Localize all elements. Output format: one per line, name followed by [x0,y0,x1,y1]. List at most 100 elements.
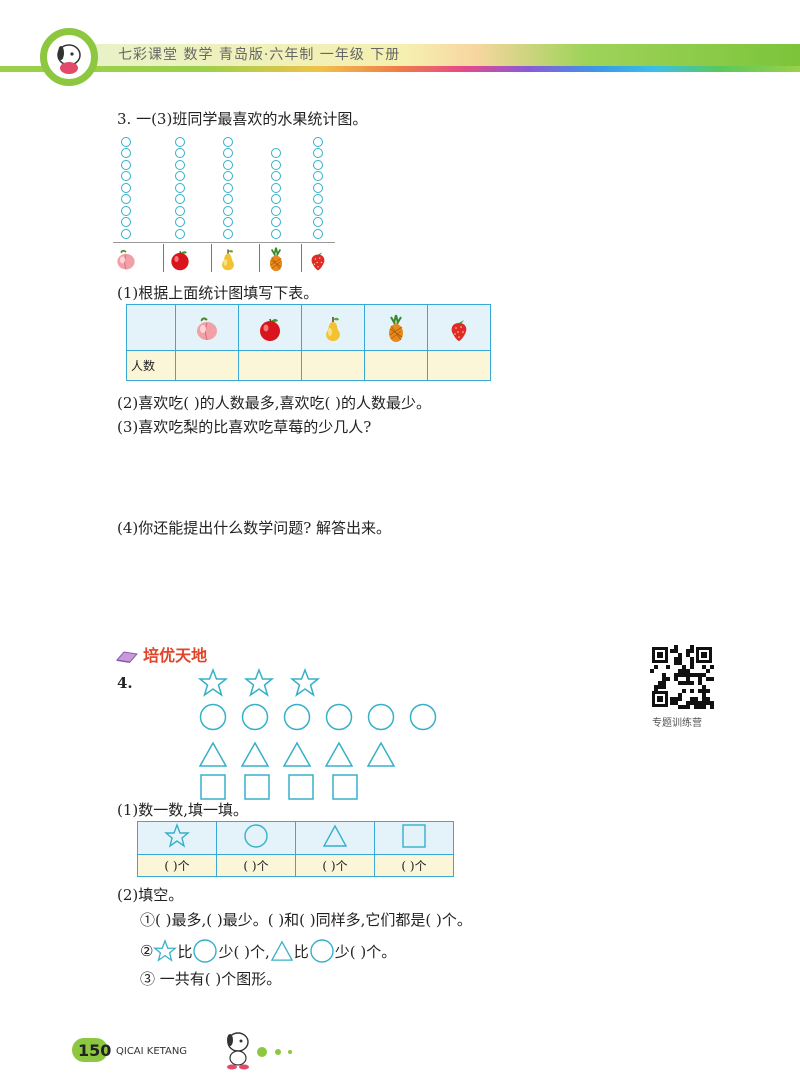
tally-circle [175,228,185,239]
table-circle-cell [216,821,296,855]
pictograph-column [121,136,131,241]
tally-circle [223,159,233,170]
q4-sub2: (2)填空。 [117,886,184,904]
triangle-icon [270,940,293,961]
tally-circle [175,136,185,147]
table-corner-cell [126,304,176,351]
qr-code-icon[interactable] [650,645,714,709]
peach-icon [117,249,135,270]
count-answer-cell[interactable] [364,350,428,381]
shape-answer-cell[interactable]: ( )个 [137,854,217,877]
shape-answer-cell[interactable]: ( )个 [374,854,454,877]
tally-circle [313,205,323,216]
qr-caption: 专题训练营 [652,718,702,729]
page-number: 150 [78,1041,112,1060]
tally-circle [313,194,323,204]
tally-circle [175,217,185,227]
star-icon [153,939,178,962]
pictograph-column [175,136,185,241]
circle-icon [193,939,218,963]
table-header-row [126,304,491,351]
tally-circle [271,194,281,204]
q4-line2-text: 比 [293,942,309,961]
circle-row [198,702,450,738]
q4-sub1: (1)数一数,填一填。 [117,801,249,819]
square-icon [288,774,314,800]
pictograph-divider [211,244,212,272]
tally-circle [175,194,185,204]
tally-circle [223,217,233,227]
pear-icon [326,316,340,341]
tally-circle [223,148,233,158]
tally-circle [313,136,323,147]
peach-icon [197,316,217,340]
star-icon [289,667,321,697]
circle-icon [199,703,227,731]
shape-answer-cell[interactable]: ( )个 [216,854,296,877]
tally-circle [121,205,131,216]
tally-circle [121,148,131,158]
tally-circle [313,159,323,170]
triangle-icon [240,741,270,767]
pear-icon [222,249,234,271]
tally-circle [271,182,281,193]
q3-sub3: (3)喜欢吃梨的比喜欢吃草莓的少几人? [117,418,372,436]
q4-line1: ①( )最多,( )最少。( )和( )同样多,它们都是( )个。 [140,911,472,929]
pictograph-divider [259,244,260,272]
q4-line2-text: 少( )个。 [334,942,397,961]
tally-circle [313,148,323,158]
count-answer-cell[interactable] [175,350,239,381]
tally-circle [223,194,233,204]
circle-icon [244,824,268,848]
star-icon [164,823,190,848]
tally-circle [121,194,131,204]
star-row [197,667,450,700]
table-pear-cell [301,304,365,351]
tally-circle [313,217,323,227]
header-stripe [0,66,800,72]
table-count-row: 人数 [126,350,491,381]
tally-circle [313,228,323,239]
header-series: 七彩课堂 数学 青岛版·六年制 一年级 下册 [118,47,401,63]
triangle-row [198,740,450,770]
shape-rows [197,667,450,806]
q4-line3: ③ 一共有( )个图形。 [140,970,282,988]
q3-sub1: (1)根据上面统计图填写下表。 [117,284,319,302]
tally-circle [175,182,185,193]
tally-circle [121,217,131,227]
tally-circle [271,159,281,170]
shape-answer-cell[interactable]: ( )个 [295,854,375,877]
q3-title: 3. 一(3)班同学最喜欢的水果统计图。 [117,110,368,128]
book-icon [116,650,138,663]
section-heading: 培优天地 [116,642,207,666]
tally-circle [121,136,131,147]
triangle-icon [282,741,312,767]
count-answer-cell[interactable] [238,350,302,381]
table-peach-cell [175,304,239,351]
q4-line2: ② 比 少( )个, 比 少( )个。 [140,938,396,964]
pictograph-column [223,136,233,241]
triangle-icon [324,741,354,767]
q4-number: 4. [117,674,133,692]
count-answer-cell[interactable] [427,350,491,381]
table-strawberry-cell [427,304,491,351]
table-pineapple-cell [364,304,428,351]
circle-icon [367,703,395,731]
pineapple-icon [389,314,403,342]
dog-mascot-icon [227,1032,249,1070]
circle-icon [409,703,437,731]
tally-circle [121,159,131,170]
shape-count-table: ( )个 ( )个 ( )个 ( )个 [137,821,454,877]
square-icon [244,774,270,800]
square-row [198,772,450,806]
star-icon [197,667,229,697]
apple-icon [171,251,189,271]
tally-circle [175,205,185,216]
q3-sub4: (4)你还能提出什么数学问题? 解答出来。 [117,519,392,537]
square-icon [402,824,426,848]
page-number-pill [72,1038,108,1062]
table-triangle-cell [295,821,375,855]
tally-circle [175,159,185,170]
triangle-icon [366,741,396,767]
count-answer-cell[interactable] [301,350,365,381]
